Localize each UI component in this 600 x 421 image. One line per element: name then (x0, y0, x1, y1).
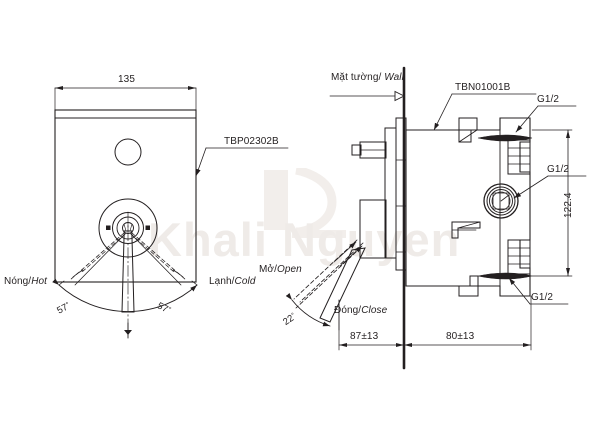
part-label-tbp02302b: TBP02302B (224, 136, 279, 147)
cold-label-en: Cold (234, 276, 256, 287)
cold-label: Lạnh/Cold (209, 276, 256, 287)
wall-label-vn: Mặt tường/ (331, 72, 385, 83)
open-label-en: Open (276, 264, 302, 275)
front-width-dimension-label: 135 (118, 74, 135, 85)
open-label: Mở/Open (259, 264, 302, 275)
height-dimension-label: 122.4 (563, 192, 574, 218)
open-label-vn: Mở/ (259, 264, 277, 275)
wall-label: Mặt tường/ Wall (331, 72, 404, 83)
wall-label-en: Wall (384, 72, 404, 83)
hot-label: Nóng/Hot (4, 276, 47, 287)
dimension-label-right: 80±13 (446, 331, 475, 342)
hot-label-vn: Nóng/ (4, 276, 32, 287)
part-label-tbn01001b: TBN01001B (455, 82, 511, 93)
cold-label-vn: Lạnh/ (209, 276, 235, 287)
close-label-en: Close (361, 305, 388, 316)
port-label-g12-top: G1/2 (537, 94, 560, 105)
dimension-label-left: 87±13 (350, 331, 379, 342)
close-label-vn: Đóng/ (334, 305, 362, 316)
port-label-g12-bottom: G1/2 (531, 292, 554, 303)
hot-label-en: Hot (31, 276, 48, 287)
close-label: Đóng/Close (334, 305, 387, 316)
port-label-g12-middle: G1/2 (547, 164, 570, 175)
